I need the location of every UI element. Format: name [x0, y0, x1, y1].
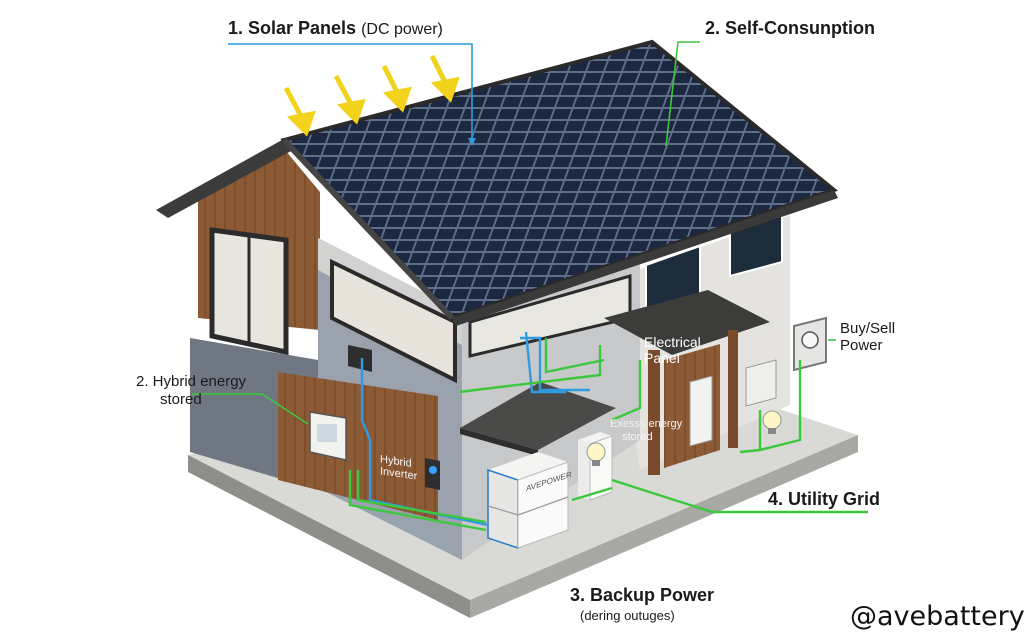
- watermark: @avebattery: [850, 601, 1024, 632]
- lower-left-wall: [190, 338, 440, 520]
- hybrid-inverter-label: Hybrid Inverter: [380, 453, 418, 483]
- callout-leaders: [192, 41, 836, 425]
- hybrid-energy-label: 2. Hybrid energy stored: [136, 373, 247, 408]
- solar-panels-label: 1. Solar Panels (DC power): [228, 18, 443, 38]
- solar-roof: [280, 39, 839, 326]
- backup-power-label: 3. Backup Power (dering outuges): [570, 585, 715, 623]
- porch: [604, 290, 827, 475]
- buy-sell-power-label: Buy/Sell Power: [840, 320, 896, 354]
- bulb-icon: [762, 410, 782, 434]
- self-consumption-label: 2. Self-Consunption: [705, 18, 875, 38]
- electrical-panel-label: Electrical Panel: [644, 334, 701, 366]
- sunlight-arrows: [283, 54, 460, 137]
- battery-canopy: [460, 382, 616, 456]
- excess-energy-label: Exesss energy stored: [610, 418, 683, 443]
- utility-grid-label: 4. Utility Grid: [768, 489, 881, 509]
- upper-wood-gable: [156, 140, 320, 356]
- energy-flow-lines: [348, 331, 868, 532]
- bulb-icon: [586, 442, 606, 466]
- battery-stack: [487, 432, 613, 550]
